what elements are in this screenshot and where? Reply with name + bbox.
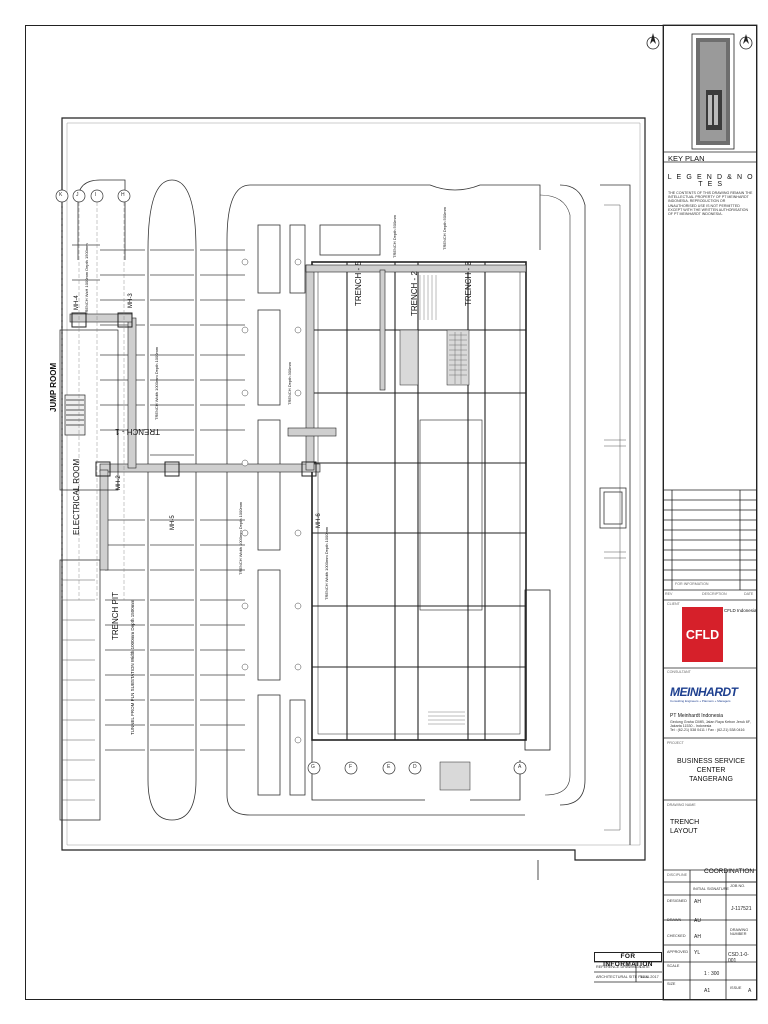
tunnel-note: TUNNEL FROM PLN SUBSTATION Width 1000mm … bbox=[130, 599, 135, 735]
trench-note-f: TRENCH Depth 500mm bbox=[392, 215, 397, 258]
discipline-value: COORDINATION bbox=[704, 868, 755, 875]
meinhardt-tagline: Consulting Engineers + Planners + Manage… bbox=[670, 699, 731, 703]
drawn-label: DRAWN bbox=[667, 918, 682, 922]
revision-rev-header: REV bbox=[665, 592, 673, 596]
trench-5-label: TRENCH - 5 bbox=[354, 261, 363, 306]
revision-first-row: FOR INFORMATION bbox=[675, 582, 709, 586]
meinhardt-logo: MEINHARDT bbox=[670, 685, 738, 699]
size-label: SIZE bbox=[667, 982, 676, 986]
reference-date-header: DATE bbox=[640, 965, 650, 969]
size-value: A1 bbox=[704, 988, 711, 994]
grid-label-h: H bbox=[121, 192, 125, 198]
legend-title: L E G E N D & N O T E S bbox=[667, 174, 755, 188]
designed-initial: AH bbox=[694, 899, 701, 905]
signature-header: SIGNATURE bbox=[707, 887, 729, 891]
trench-note-a: TRENCH WxH 1000mm Depth 1500mm bbox=[84, 243, 89, 315]
drawing-number-value: CSD.1-0-001 bbox=[728, 952, 749, 964]
client-label: CLIENT bbox=[667, 602, 680, 606]
grid-label-f: F bbox=[349, 764, 353, 770]
job-no-label: JOB NO. bbox=[730, 884, 746, 888]
jump-room-label: JUMP ROOM bbox=[49, 362, 58, 412]
trench-3-label: TRENCH - 3 bbox=[464, 261, 473, 306]
client-name: CFLD Indonesia bbox=[724, 608, 757, 613]
grid-label-i: I bbox=[95, 192, 97, 198]
grid-label-e: E bbox=[387, 764, 391, 770]
consultant-address-line: Gedung Graha CIMB, Jalan Raya Kebon Jeru… bbox=[670, 720, 751, 729]
key-plan-thumbnail bbox=[691, 33, 735, 150]
approved-initial: YL bbox=[694, 950, 701, 956]
issue-value: A bbox=[748, 988, 752, 994]
title-block: KEY PLAN L E G E N D & N O T E S THE CON… bbox=[663, 25, 757, 1000]
trench-1-label: TRENCH - 1 bbox=[115, 427, 160, 436]
legend-note: THE CONTENTS OF THIS DRAWING REMAIN THE … bbox=[668, 191, 753, 217]
north-arrow-icon bbox=[646, 33, 660, 50]
drawn-initial: AU bbox=[694, 918, 701, 924]
reference-drawing-date: 30.11.2017 bbox=[640, 975, 659, 979]
grid-label-g: G bbox=[311, 764, 315, 770]
trench-note-e: TRENCH Depth 300mm bbox=[287, 362, 292, 405]
grid-label-k: K bbox=[59, 192, 63, 198]
manhole-label-mh5: MH-5 bbox=[170, 515, 176, 530]
issue-label: ISSUE bbox=[730, 986, 742, 990]
scale-label: SCALE bbox=[667, 964, 680, 968]
for-information-stamp: FOR INFORMATION bbox=[594, 952, 662, 968]
project-line-1: BUSINESS SERVICE CENTER bbox=[677, 758, 745, 774]
manhole-label-mh2: MH-2 bbox=[116, 475, 122, 490]
trench-note-d: TRENCH Width 1000mm Depth 1000mm bbox=[324, 526, 329, 600]
scale-value: 1 : 300 bbox=[704, 971, 720, 977]
drawing-number-label: DRAWING NUMBER bbox=[730, 928, 749, 936]
initial-header: INITIAL bbox=[693, 887, 706, 891]
discipline-label: DISCIPLINE bbox=[667, 873, 687, 877]
consultant-address: Gedung Graha CIMB, Jalan Raya Kebon Jeru… bbox=[670, 720, 756, 733]
manhole-label-mh6: MH-6 bbox=[316, 513, 322, 528]
trench-note-c: TRENCH Width 1000mm Depth 1000mm bbox=[238, 501, 243, 575]
consultant-label: CONSULTANT bbox=[667, 670, 691, 674]
approved-label: APPROVED bbox=[667, 950, 689, 954]
drawing-name-label: DRAWING NAME bbox=[667, 803, 696, 807]
key-plan-label: KEY PLAN bbox=[668, 154, 705, 163]
trench-note-g: TRENCH Depth 500mm bbox=[442, 207, 447, 250]
manhole-label-mh4: MH-4 bbox=[74, 295, 80, 310]
revision-date-header: DATE bbox=[744, 592, 754, 596]
manhole-label-mh3: MH-3 bbox=[128, 293, 134, 308]
drawing-sheet bbox=[25, 25, 757, 1000]
reference-drawing-name: ARCHITECTURAL SITE PLAN bbox=[596, 975, 649, 979]
grid-label-a: A bbox=[518, 764, 522, 770]
project-name: BUSINESS SERVICE CENTER TANGERANG bbox=[664, 757, 758, 784]
trench-2-label: TRENCH - 2 bbox=[410, 271, 419, 316]
cfld-logo: CFLD bbox=[682, 607, 723, 662]
consultant-name: PT Meinhardt Indonesia bbox=[670, 713, 723, 719]
project-line-2: TANGERANG bbox=[689, 776, 733, 783]
trench-note-b: TRENCH Width 1000mm Depth 1000mm bbox=[154, 346, 159, 420]
drawing-title-line-2: LAYOUT bbox=[670, 828, 698, 835]
drawing-title: TRENCH LAYOUT bbox=[670, 818, 699, 836]
drawing-title-line-1: TRENCH bbox=[670, 819, 700, 826]
electrical-room-label: ELECTRICAL ROOM bbox=[72, 458, 81, 535]
job-no-value: J-117521 bbox=[731, 906, 752, 912]
consultant-contact-line: Tel : (62-21) 538 0411 / Fax : (62-21) 5… bbox=[670, 728, 745, 733]
designed-label: DESIGNED bbox=[667, 899, 687, 903]
checked-label: CHECKED bbox=[667, 934, 686, 938]
key-plan-north-icon bbox=[739, 34, 753, 50]
project-label: PROJECT bbox=[667, 741, 684, 745]
grid-label-j: J bbox=[76, 192, 79, 198]
reference-drawings-header: REFERENCE DRAWINGS bbox=[596, 965, 642, 969]
trench-pit-label: TRENCH PIT bbox=[111, 592, 120, 640]
revision-description-header: DESCRIPTION bbox=[702, 592, 727, 596]
checked-initial: AH bbox=[694, 934, 701, 940]
grid-label-d: D bbox=[413, 764, 417, 770]
